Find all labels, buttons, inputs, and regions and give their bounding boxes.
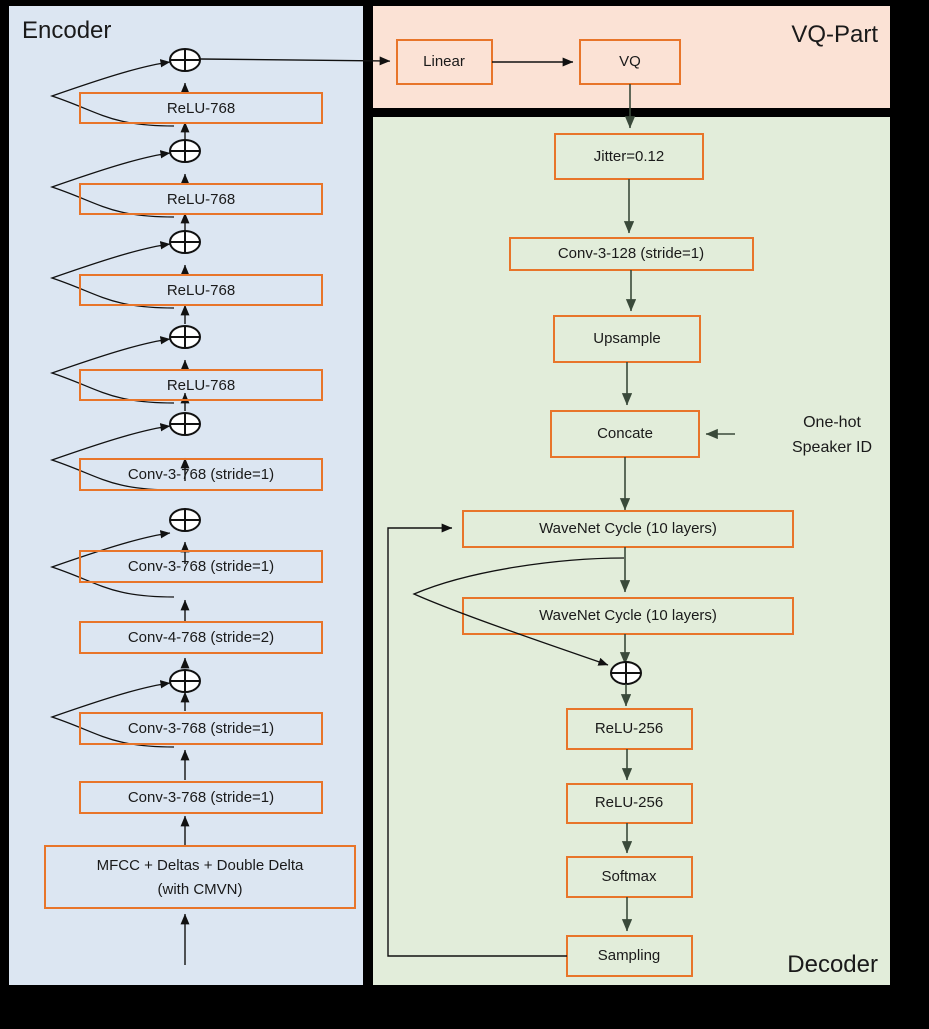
enc-adder-5 — [169, 412, 201, 436]
speaker-id-label-line1: One-hot — [803, 414, 861, 431]
enc-conv-3[interactable]: Conv-4-768 (stride=2) — [79, 621, 323, 654]
encoder-to-linear-arrow — [199, 56, 391, 66]
enc-conv-2-label: Conv-3-768 (stride=1) — [128, 558, 274, 575]
dec-sampling-label: Sampling — [598, 947, 661, 964]
sampling-feedback-loop — [387, 523, 567, 957]
dec-relu-1-label: ReLU-256 — [595, 720, 663, 737]
enc-relu-4[interactable]: ReLU-768 — [79, 369, 323, 401]
panel-decoder — [373, 117, 890, 985]
dec-wavenet-2-label: WaveNet Cycle (10 layers) — [539, 607, 717, 624]
dec-wavenet-1[interactable]: WaveNet Cycle (10 layers) — [462, 510, 794, 548]
panel-vq — [373, 6, 890, 108]
dec-adder-1 — [610, 661, 642, 685]
enc-conv-1[interactable]: Conv-3-768 (stride=1) — [79, 458, 323, 491]
enc-adder-1 — [169, 48, 201, 72]
enc-relu-3[interactable]: ReLU-768 — [79, 274, 323, 306]
enc-adder-3 — [169, 230, 201, 254]
enc-input[interactable]: MFCC + Deltas + Double Delta (with CMVN) — [44, 845, 356, 909]
vq-linear-label: Linear — [423, 53, 465, 70]
enc-relu-1[interactable]: ReLU-768 — [79, 92, 323, 124]
vq-vq-label: VQ — [619, 53, 641, 70]
enc-conv-4-label: Conv-3-768 (stride=1) — [128, 720, 274, 737]
enc-relu-4-label: ReLU-768 — [167, 377, 235, 394]
enc-conv-3-label: Conv-4-768 (stride=2) — [128, 629, 274, 646]
panel-title-vq: VQ-Part — [791, 21, 878, 48]
panel-title-decoder: Decoder — [787, 951, 878, 978]
decoder-skip-connections — [412, 557, 625, 666]
enc-adder-2 — [169, 139, 201, 163]
dec-relu-2-label: ReLU-256 — [595, 794, 663, 811]
enc-conv-2[interactable]: Conv-3-768 (stride=1) — [79, 550, 323, 583]
enc-adder-6 — [169, 508, 201, 532]
dec-wavenet-1-label: WaveNet Cycle (10 layers) — [539, 520, 717, 537]
dec-wavenet-2[interactable]: WaveNet Cycle (10 layers) — [462, 597, 794, 635]
enc-relu-3-label: ReLU-768 — [167, 282, 235, 299]
enc-relu-2[interactable]: ReLU-768 — [79, 183, 323, 215]
enc-relu-1-label: ReLU-768 — [167, 100, 235, 117]
dec-softmax-label: Softmax — [601, 868, 657, 885]
enc-input-label-line1: MFCC + Deltas + Double Delta — [97, 857, 304, 874]
enc-conv-5-label: Conv-3-768 (stride=1) — [128, 789, 274, 806]
enc-adder-7 — [169, 669, 201, 693]
dec-upsample-label: Upsample — [593, 330, 661, 347]
speaker-id-label-line2: Speaker ID — [792, 439, 872, 456]
enc-conv-4[interactable]: Conv-3-768 (stride=1) — [79, 712, 323, 745]
enc-relu-2-label: ReLU-768 — [167, 191, 235, 208]
panel-title-encoder: Encoder — [22, 17, 111, 44]
dec-softmax[interactable]: Softmax — [566, 856, 693, 898]
enc-input-label-line2: (with CMVN) — [158, 881, 243, 898]
dec-concate-label: Concate — [597, 425, 653, 442]
enc-adder-4 — [169, 325, 201, 349]
enc-conv-5[interactable]: Conv-3-768 (stride=1) — [79, 781, 323, 814]
dec-relu-1[interactable]: ReLU-256 — [566, 708, 693, 750]
dec-jitter-label: Jitter=0.12 — [594, 148, 664, 165]
dec-conv-label: Conv-3-128 (stride=1) — [558, 245, 704, 262]
dec-relu-2[interactable]: ReLU-256 — [566, 783, 693, 824]
enc-conv-1-label: Conv-3-768 (stride=1) — [128, 466, 274, 483]
